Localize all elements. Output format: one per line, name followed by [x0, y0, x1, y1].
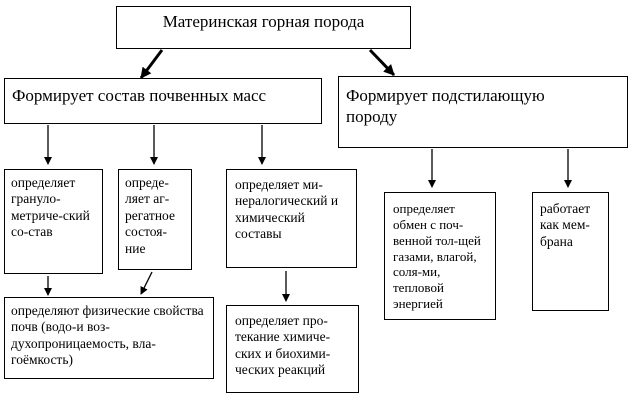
mineralogical-label: определяет ми-нералогический и химически…: [235, 177, 339, 242]
exchange-node: определяет обмен с поч-венной тол-щей га…: [384, 192, 496, 320]
right-branch-label: Формирует подстилающую породу: [346, 86, 545, 126]
chemical-processes-label: определяет про-текание химиче-ских и био…: [235, 313, 331, 378]
exchange-label: определяет обмен с поч-венной тол-щей га…: [393, 201, 481, 312]
chemical-processes-node: определяет про-текание химиче-ских и био…: [226, 305, 359, 393]
aggregate-node: опреде-ляет аг-регатное состоя-ние: [118, 169, 192, 270]
left-branch-node: Формирует состав почвенных масс: [4, 78, 322, 124]
physical-props-label: определяют физические свойства почв (вод…: [11, 303, 204, 368]
aggregate-label: опреде-ляет аг-регатное состоя-ние: [125, 175, 175, 256]
arrow-root-to-left: [139, 49, 164, 79]
root-node: Материнская горная порода: [116, 6, 411, 49]
membrane-node: работает как мем-брана: [532, 192, 609, 311]
left-branch-label: Формирует состав почвенных масс: [12, 86, 267, 105]
right-branch-node: Формирует подстилающую породу: [338, 76, 628, 148]
root-label: Материнская горная порода: [162, 12, 365, 31]
arrow-root-to-right: [368, 48, 396, 77]
arrow-aggregate-to-physical: [140, 271, 153, 295]
granulometric-node: определяет грануло-метриче-ский со-став: [4, 169, 103, 274]
membrane-label: работает как мем-брана: [540, 201, 591, 249]
granulometric-label: определяет грануло-метриче-ский со-став: [11, 175, 90, 240]
physical-props-node: определяют физические свойства почв (вод…: [4, 297, 214, 379]
mineralogical-node: определяет ми-нералогический и химически…: [226, 169, 357, 268]
